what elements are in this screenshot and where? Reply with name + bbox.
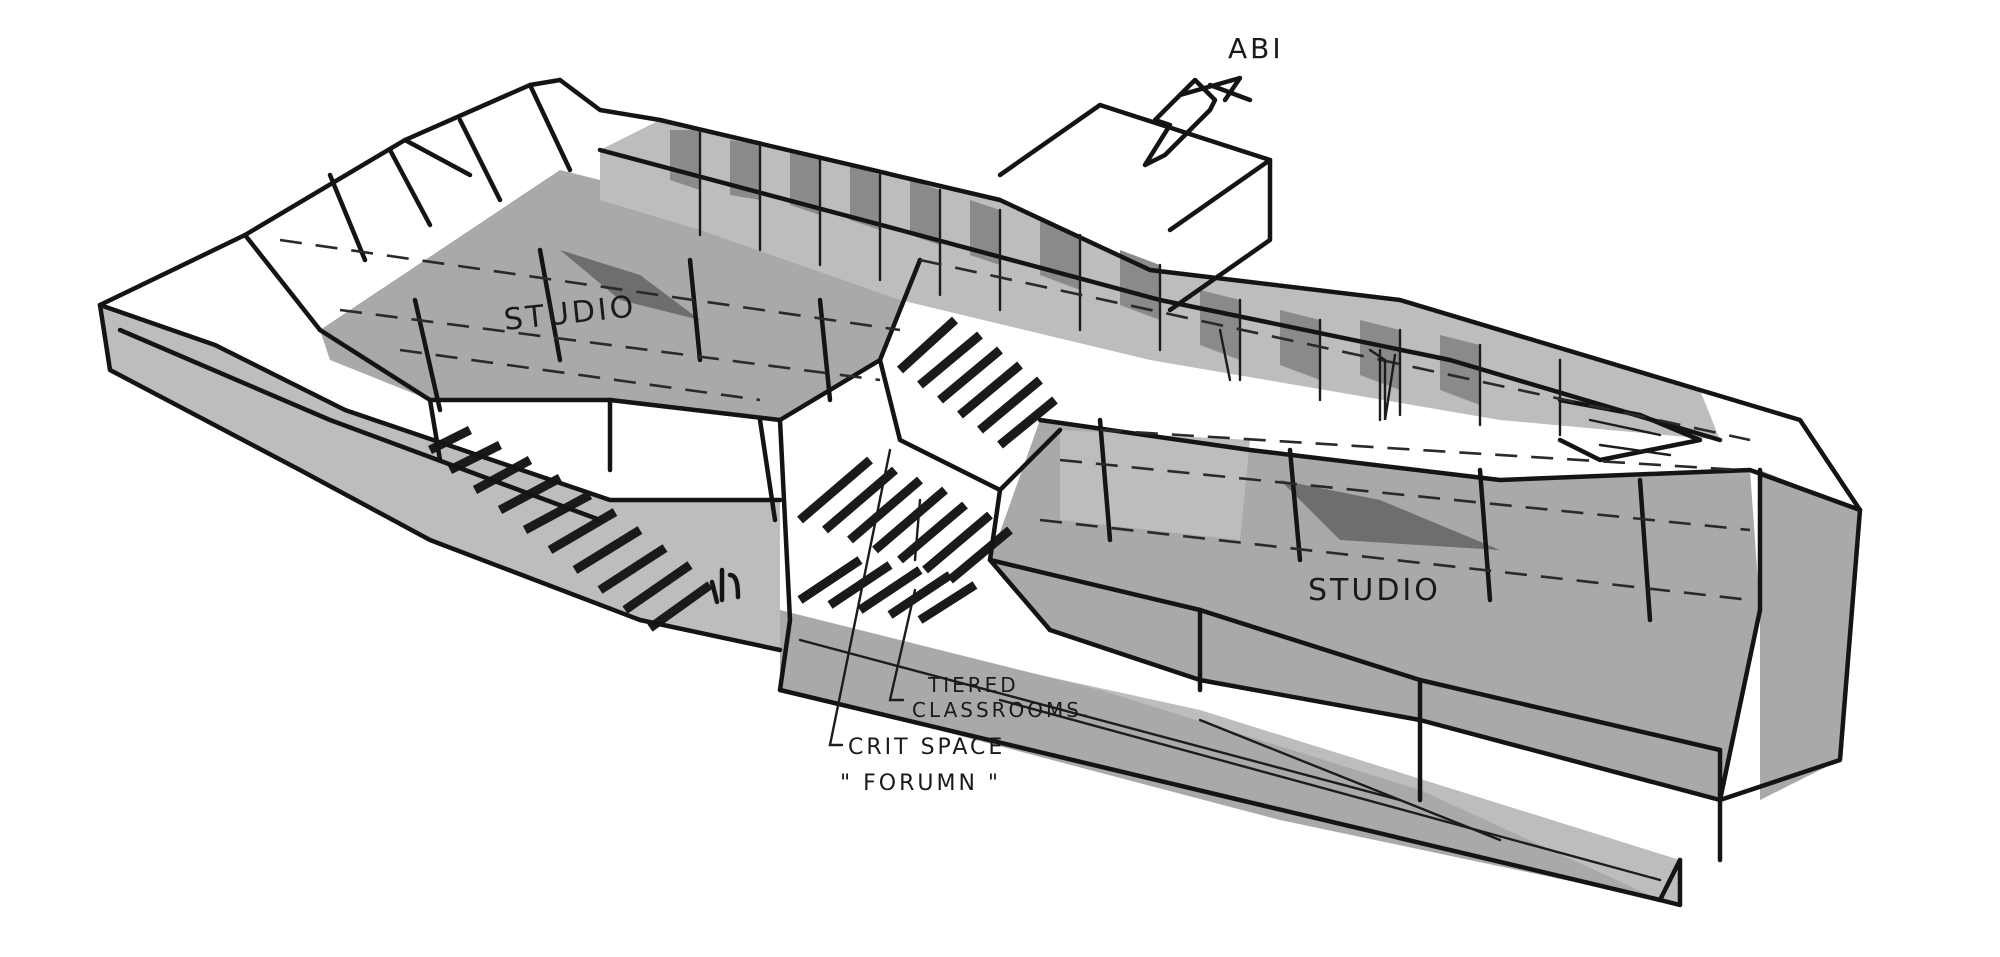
studio-label-right: STUDIO: [1308, 573, 1441, 608]
abi-arrow-icon: [1142, 75, 1253, 168]
building-outline: [97, 77, 1863, 908]
ground-ramp-hatch: [427, 425, 713, 632]
mezzanine-shade: [560, 250, 700, 320]
tiered-stair-hatch-upper: [896, 316, 1058, 449]
tiered-classrooms-label-line2: CLASSROOMS.: [912, 698, 1091, 722]
crit-space-label-line2: " FORUMN ": [840, 771, 1001, 796]
mezzanine-shade-2: [1280, 480, 1500, 550]
tiered-classrooms-label-line1: TIERED: [927, 673, 1019, 697]
east-wall: [1760, 470, 1860, 800]
abi-block: [997, 102, 1273, 313]
crit-space-label-line1: CRIT SPACE: [848, 735, 1005, 760]
base-slab-left: [100, 305, 780, 650]
floor-grid-dashes: [279, 238, 1751, 602]
base-slab-front: [780, 610, 1660, 900]
ground-mark: [709, 567, 741, 605]
abi-label: ABI: [1228, 32, 1284, 65]
crit-forum-hatch: [797, 556, 978, 624]
leader-lines: [828, 328, 1397, 747]
